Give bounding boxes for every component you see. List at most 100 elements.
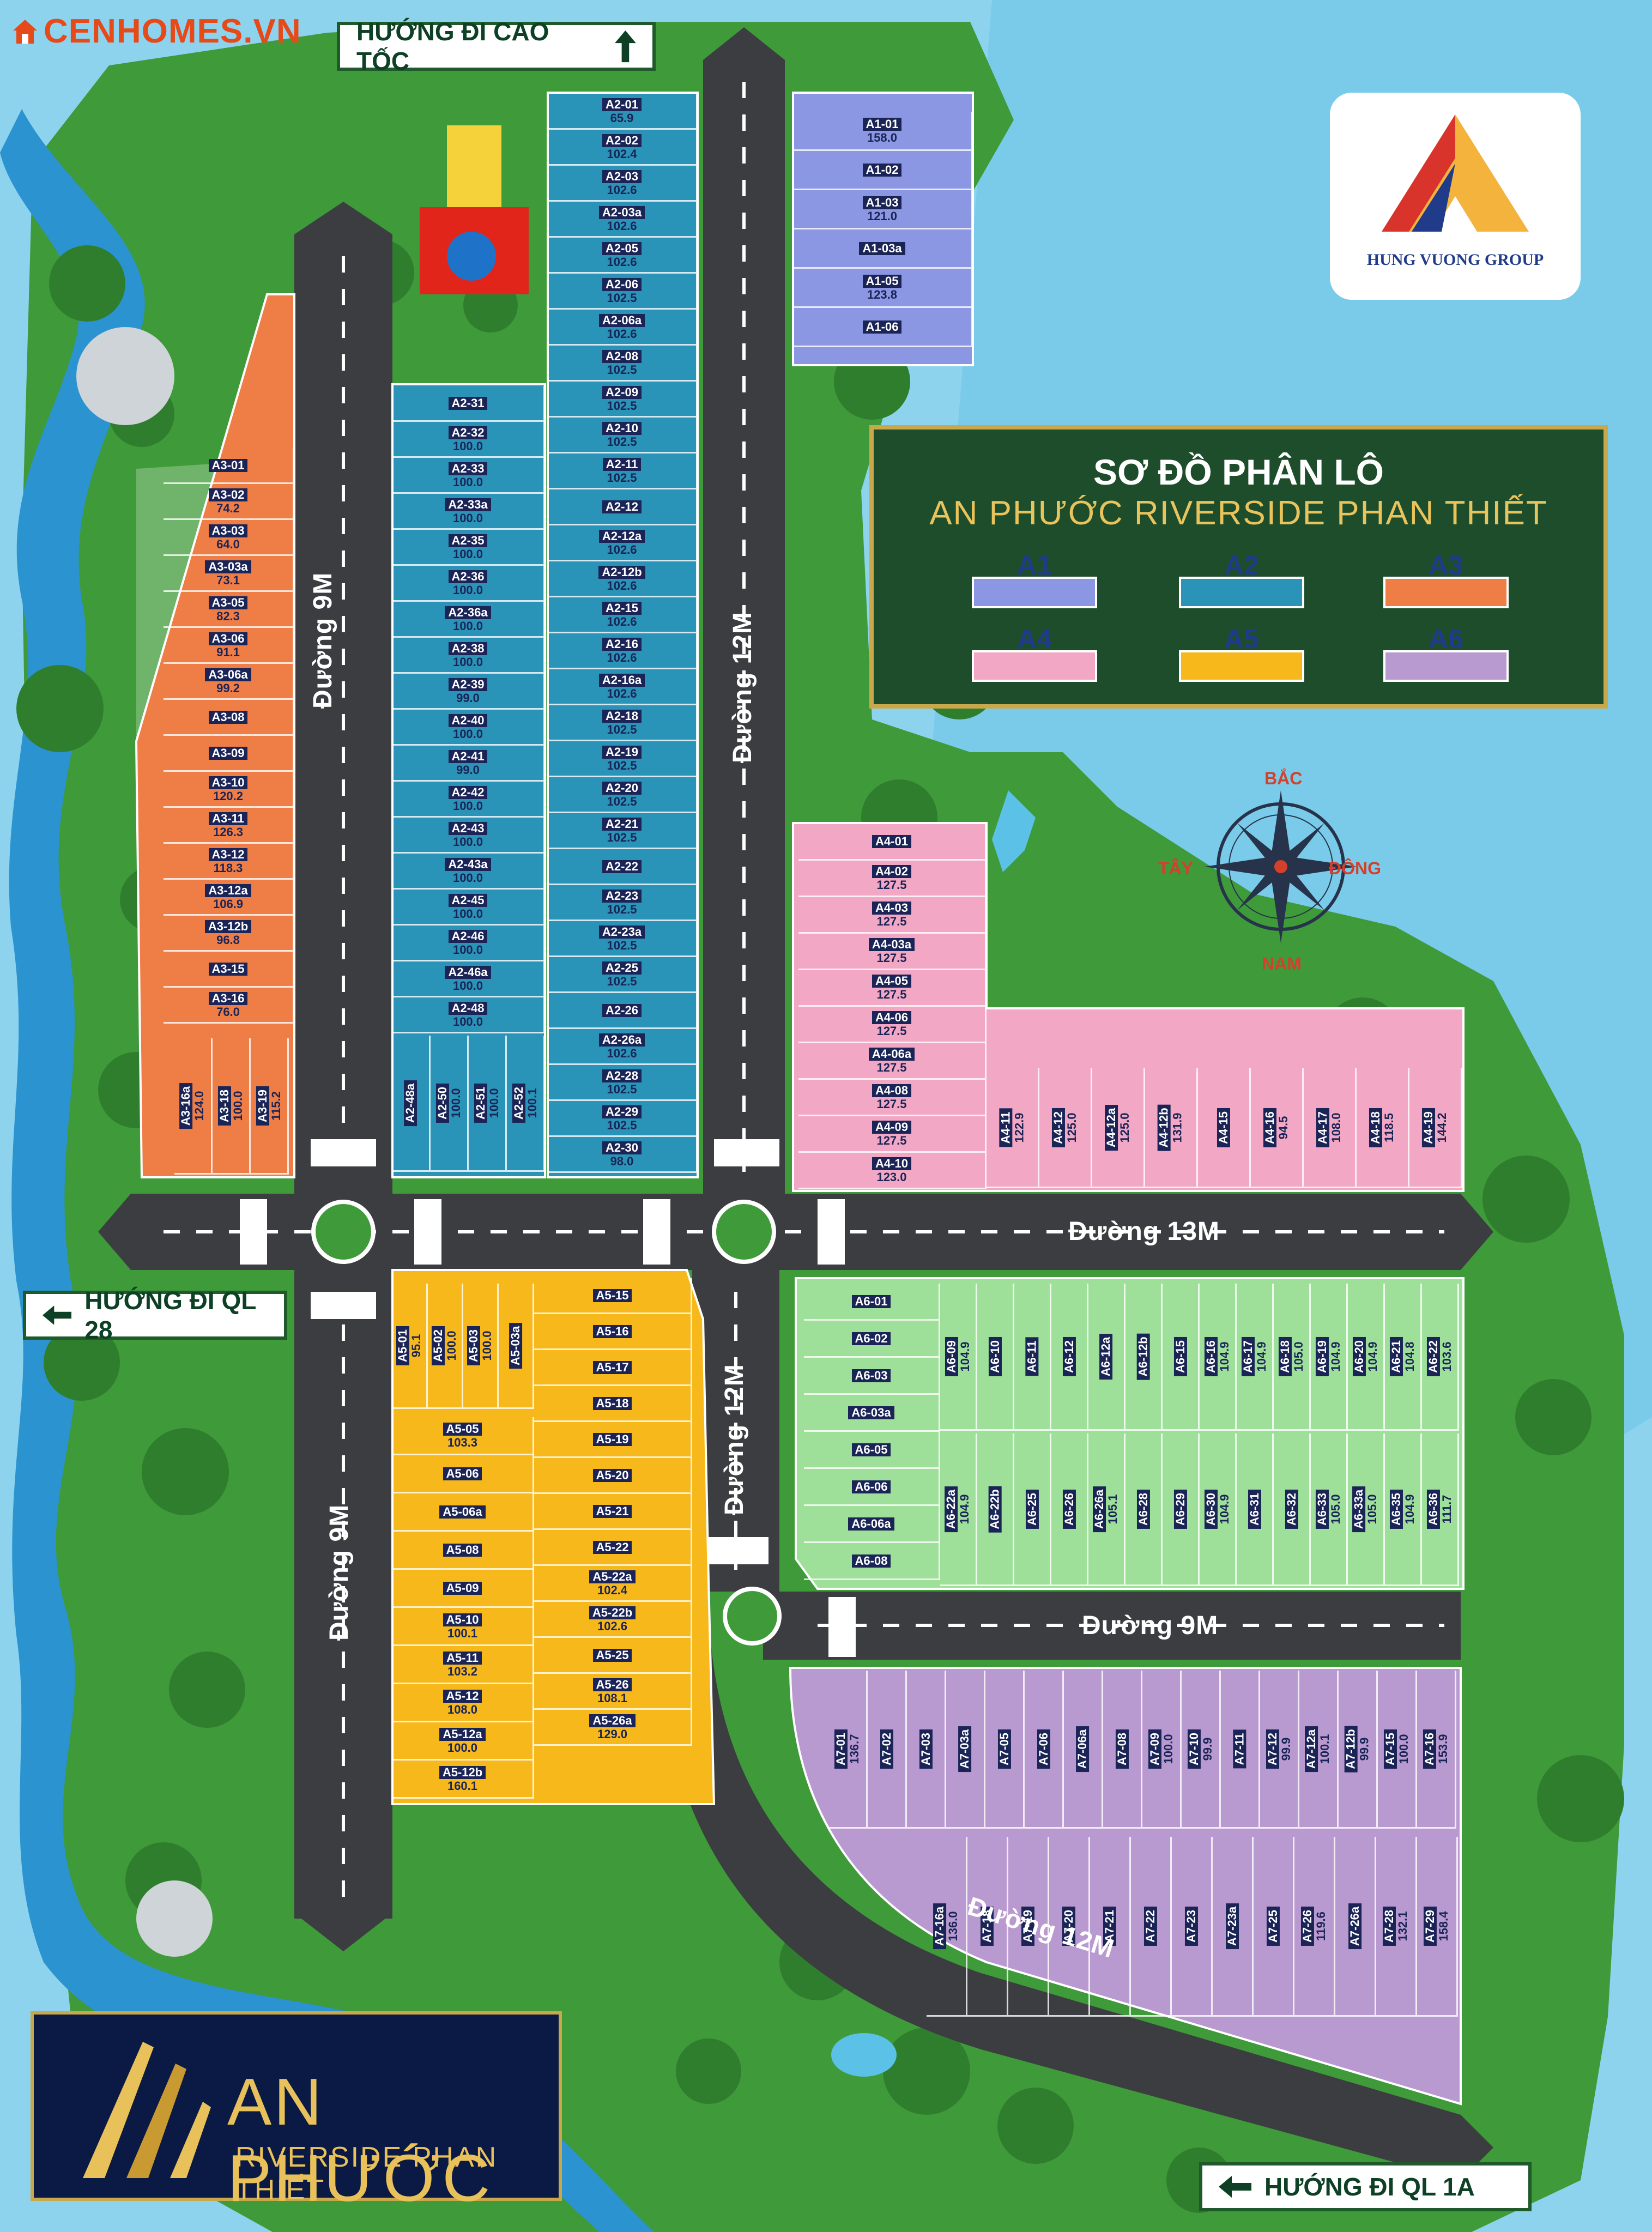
lot-a7-23[interactable]: A7-23 xyxy=(1172,1837,1213,2017)
lot-a7-02[interactable]: A7-02 xyxy=(868,1671,907,1829)
lot-a2-12[interactable]: A2-12 xyxy=(548,489,698,525)
lot-a7-21[interactable]: A7-21 xyxy=(1090,1837,1131,2017)
lot-a3-01[interactable]: A3-01 xyxy=(164,448,294,484)
lot-a6-29[interactable]: A6-29 xyxy=(1163,1433,1200,1586)
lot-a5-20[interactable]: A5-20 xyxy=(534,1458,692,1494)
lot-a6-26[interactable]: A6-26 xyxy=(1051,1433,1088,1586)
lot-a5-21[interactable]: A5-21 xyxy=(534,1494,692,1530)
lot-a6-15[interactable]: A6-15 xyxy=(1163,1284,1200,1431)
lot-a6-10[interactable]: A6-10 xyxy=(977,1284,1014,1431)
lot-a2-26[interactable]: A2-26 xyxy=(548,993,698,1029)
lot-a7-08[interactable]: A7-08 xyxy=(1103,1671,1142,1829)
lot-a7-11[interactable]: A7-11 xyxy=(1221,1671,1260,1829)
lot-a4-15[interactable]: A4-15 xyxy=(1198,1068,1251,1188)
lot-a3-09[interactable]: A3-09 xyxy=(164,736,294,772)
lot-a7-26a[interactable]: A7-26a xyxy=(1335,1837,1376,2017)
lot-a6-25[interactable]: A6-25 xyxy=(1014,1433,1051,1586)
lot-a1-03a[interactable]: A1-03a xyxy=(793,229,973,269)
lot-a1-06[interactable]: A1-06 xyxy=(793,308,973,347)
lot-a5-09[interactable]: A5-09 xyxy=(392,1570,534,1608)
lot-a7-19[interactable]: A7-19 xyxy=(1008,1837,1049,2017)
lot-a2-48a[interactable]: A2-48a xyxy=(392,1036,431,1172)
lot-a7-03[interactable]: A7-03 xyxy=(907,1671,946,1829)
lot-a7-06[interactable]: A7-06 xyxy=(1025,1671,1064,1829)
lot-a5-22[interactable]: A5-22 xyxy=(534,1530,692,1566)
lot-a6-06a[interactable]: A6-06a xyxy=(804,1506,940,1543)
lot-a5-19[interactable]: A5-19 xyxy=(534,1422,692,1458)
lot-a7-25[interactable]: A7-25 xyxy=(1254,1837,1294,2017)
lot-a5-16[interactable]: A5-16 xyxy=(534,1314,692,1350)
lot-a3-08[interactable]: A3-08 xyxy=(164,700,294,736)
lot-a6-31[interactable]: A6-31 xyxy=(1237,1433,1274,1586)
lot-a6-28[interactable]: A6-28 xyxy=(1125,1433,1163,1586)
lot-a6-06[interactable]: A6-06 xyxy=(804,1469,940,1506)
lot-a6-01[interactable]: A6-01 xyxy=(804,1284,940,1321)
lot-a3-15[interactable]: A3-15 xyxy=(164,952,294,988)
lot-a6-12[interactable]: A6-12 xyxy=(1051,1284,1088,1431)
lot-a7-06a[interactable]: A7-06a xyxy=(1064,1671,1103,1829)
lot-a6-22b[interactable]: A6-22b xyxy=(977,1433,1014,1586)
